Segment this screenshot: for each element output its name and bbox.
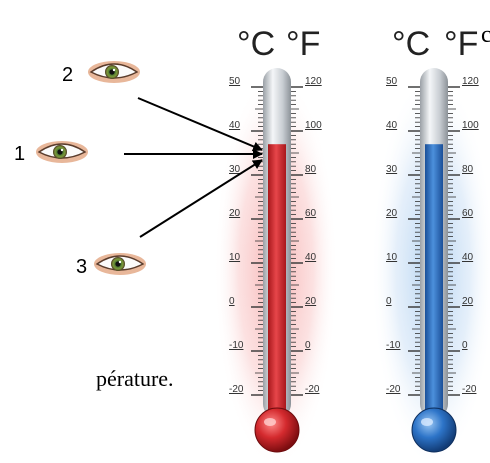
celsius-tick-label: 50 — [229, 76, 241, 87]
fahrenheit-tick-label: 60 — [462, 208, 474, 219]
celsius-tick-label: 10 — [386, 252, 398, 263]
celsius-tick-label: 40 — [229, 120, 241, 131]
blue-celsius-symbol: °C — [392, 25, 430, 63]
celsius-tick-label: 50 — [386, 76, 398, 87]
fahrenheit-tick-label: 60 — [305, 208, 317, 219]
blue-fahrenheit-scale: 120 100 80 60 40 20 0 -20 — [448, 76, 479, 396]
red-celsius-scale: 50 40 30 20 10 0 -10 -20 — [229, 76, 263, 396]
celsius-tick-label: -20 — [229, 384, 244, 395]
blue-liquid-column — [425, 144, 443, 420]
celsius-tick-label: 0 — [386, 296, 392, 307]
red-thermometer — [254, 68, 300, 453]
celsius-tick-label: 10 — [229, 252, 241, 263]
celsius-tick-label: 20 — [229, 208, 241, 219]
corner-text: c — [481, 22, 490, 48]
fahrenheit-tick-label: 100 — [462, 120, 479, 131]
red-bulb — [254, 407, 300, 453]
fahrenheit-tick-label: 20 — [462, 296, 474, 307]
fahrenheit-tick-label: 100 — [305, 120, 322, 131]
fahrenheit-tick-label: 20 — [305, 296, 317, 307]
fahrenheit-tick-label: 40 — [305, 252, 317, 263]
blue-celsius-scale: 50 40 30 20 10 0 -10 -20 — [386, 76, 420, 396]
celsius-tick-label: -20 — [386, 384, 401, 395]
fahrenheit-tick-label: -20 — [462, 384, 477, 395]
fahrenheit-tick-label: -20 — [305, 384, 320, 395]
celsius-tick-label: 0 — [229, 296, 235, 307]
celsius-tick-label: 40 — [386, 120, 398, 131]
fahrenheit-tick-label: 120 — [305, 76, 322, 87]
sight-arrow-2 — [137, 97, 263, 152]
celsius-tick-label: 30 — [229, 164, 241, 175]
celsius-tick-label: 20 — [386, 208, 398, 219]
eye-number-label: 1 — [14, 143, 26, 165]
red-fahrenheit-symbol: °F — [286, 25, 320, 63]
eye-number-label: 3 — [76, 256, 88, 278]
red-liquid-column — [268, 144, 286, 420]
eye-number-label: 2 — [62, 64, 74, 86]
eye-icon — [36, 141, 88, 163]
blue-bulb — [411, 407, 457, 453]
red-fahrenheit-scale: 120 100 80 60 40 20 0 -20 — [291, 76, 322, 396]
celsius-tick-label: -10 — [386, 340, 401, 351]
caption-fragment: pérature. — [96, 366, 174, 391]
fahrenheit-tick-label: 0 — [462, 340, 468, 351]
blue-thermometer — [411, 68, 457, 453]
fahrenheit-tick-label: 80 — [462, 164, 474, 175]
sight-arrow-3 — [139, 159, 263, 238]
fahrenheit-tick-label: 120 — [462, 76, 479, 87]
blue-fahrenheit-symbol: °F — [444, 25, 478, 63]
celsius-tick-label: 30 — [386, 164, 398, 175]
eye-icon — [88, 61, 140, 83]
fahrenheit-tick-label: 80 — [305, 164, 317, 175]
fahrenheit-tick-label: 40 — [462, 252, 474, 263]
red-celsius-symbol: °C — [237, 25, 275, 63]
celsius-tick-label: -10 — [229, 340, 244, 351]
eye-icon — [94, 253, 146, 275]
fahrenheit-tick-label: 0 — [305, 340, 311, 351]
